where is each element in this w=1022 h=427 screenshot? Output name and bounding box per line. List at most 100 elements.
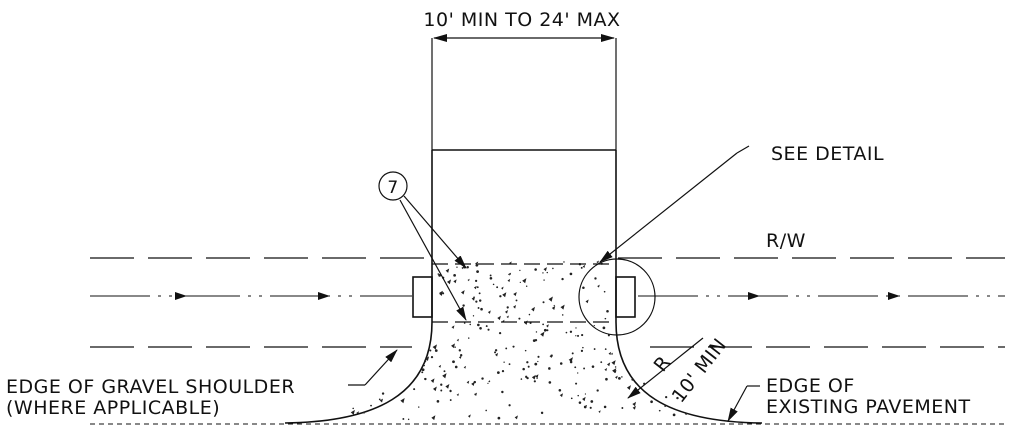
concrete-speck [568, 357, 573, 363]
concrete-speck [496, 286, 499, 289]
concrete-speck [379, 398, 383, 403]
concrete-speck [518, 317, 521, 320]
concrete-speck [436, 400, 440, 403]
concrete-speck [577, 372, 579, 374]
concrete-speck [432, 344, 437, 350]
concrete-speck [525, 285, 528, 287]
concrete-speck [559, 393, 564, 398]
radius-leader [627, 337, 704, 399]
concrete-speck [582, 346, 584, 349]
concrete-speck [520, 378, 523, 380]
concrete-speck [478, 292, 481, 295]
concrete-speck [443, 370, 446, 373]
pavement-label-1: EDGE OF [766, 375, 855, 397]
concrete-speck [615, 375, 618, 379]
concrete-speck [540, 411, 544, 415]
concrete-speck [652, 397, 654, 399]
flow-arrow-1 [175, 292, 187, 300]
concrete-speck [492, 283, 495, 286]
concrete-speck [598, 410, 601, 414]
concrete-speck [515, 299, 518, 302]
concrete-speck [589, 406, 592, 409]
concrete-speck [438, 364, 442, 368]
concrete-speck [446, 279, 452, 285]
concrete-speck [546, 324, 549, 328]
concrete-speck [440, 383, 443, 386]
concrete-speck [463, 322, 466, 324]
concrete-speck [479, 326, 482, 330]
concrete-speck [451, 343, 455, 349]
concrete-speck [590, 400, 594, 403]
concrete-speck [553, 304, 555, 307]
concrete-speck [370, 404, 372, 407]
concrete-speck [475, 300, 478, 303]
concrete-speck [524, 349, 527, 352]
ditch-flow-line [90, 292, 1005, 323]
pavement-callout: EDGE OF EXISTING PAVEMENT [727, 375, 970, 422]
concrete-speck [558, 388, 562, 392]
concrete-speck [559, 362, 563, 365]
concrete-speck [608, 351, 612, 356]
concrete-speck [442, 373, 447, 379]
concrete-speck [542, 323, 545, 326]
concrete-speck [476, 286, 479, 289]
concrete-speck [466, 380, 470, 384]
concrete-speck [581, 333, 584, 337]
concrete-speck [575, 335, 577, 337]
gravel-shoulder-leader [364, 349, 398, 386]
concrete-speck [569, 272, 573, 276]
concrete-speck [424, 377, 427, 381]
concrete-speck [632, 401, 637, 407]
concrete-speck [501, 370, 505, 373]
concrete-speck [658, 409, 661, 412]
concrete-speck [582, 286, 585, 290]
concrete-speck [431, 415, 436, 421]
concrete-speck [596, 260, 599, 264]
concrete-speck [430, 356, 434, 359]
concrete-speck [534, 362, 538, 366]
concrete-speck [496, 371, 500, 375]
concrete-speck [575, 382, 578, 385]
concrete-speck [350, 409, 355, 415]
concrete-speck [474, 279, 478, 283]
concrete-speck [497, 315, 501, 321]
concrete-speck [503, 361, 505, 363]
concrete-speck [437, 273, 440, 275]
concrete-speck [632, 405, 636, 410]
concrete-speck [467, 278, 470, 282]
concrete-speck [475, 263, 479, 267]
concrete-speck [440, 389, 443, 392]
concrete-speck [552, 267, 554, 270]
concrete-speck [603, 290, 606, 293]
concrete-speck [458, 349, 461, 352]
concrete-speck [352, 407, 354, 410]
callout-7-leader-upper [403, 195, 467, 269]
concrete-speck [362, 411, 365, 414]
concrete-speck [565, 331, 568, 334]
concrete-speck [537, 355, 540, 358]
right-of-way-label: R/W [766, 230, 806, 252]
concrete-speck [502, 292, 507, 298]
concrete-speck [499, 295, 502, 298]
concrete-speck [582, 396, 586, 402]
concrete-speck [650, 400, 653, 404]
concrete-speck [577, 334, 580, 337]
concrete-speck [434, 349, 438, 352]
concrete-speck [456, 393, 459, 397]
concrete-speck [378, 398, 381, 401]
concrete-speck [456, 266, 458, 268]
concrete-speck [469, 323, 472, 326]
concrete-speck [460, 290, 465, 295]
concrete-speck [459, 354, 463, 357]
concrete-speck [571, 352, 574, 355]
concrete-speck [485, 409, 487, 412]
concrete-speck [429, 349, 432, 352]
concrete-speck [583, 367, 586, 370]
concrete-speck [477, 323, 480, 327]
concrete-speck [613, 369, 617, 373]
concrete-speck [531, 306, 535, 312]
concrete-speck [463, 365, 467, 369]
concrete-speck [676, 396, 679, 400]
concrete-speck [603, 405, 607, 409]
concrete-speck [449, 399, 452, 401]
